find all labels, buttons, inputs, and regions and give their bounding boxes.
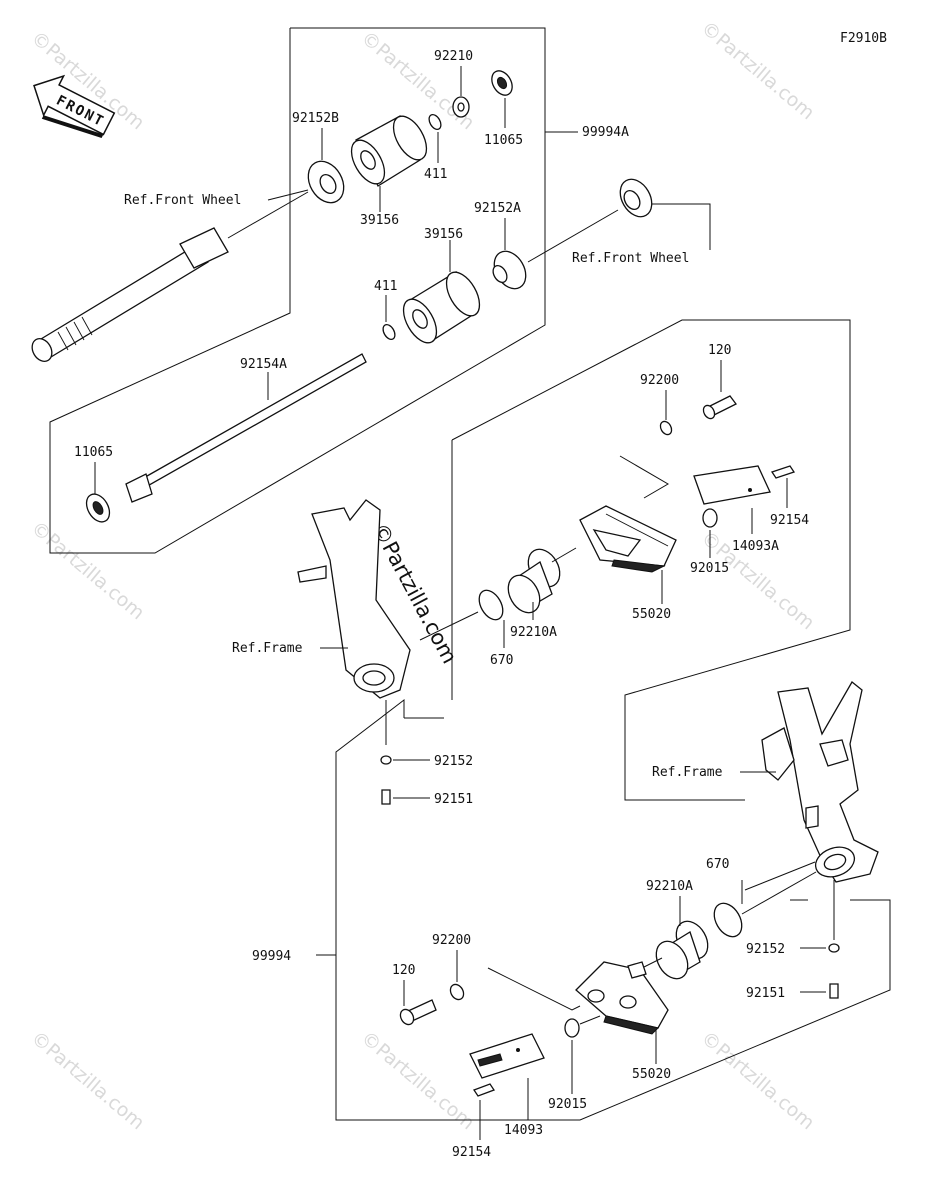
label-92210: 92210 <box>434 49 473 64</box>
label-92200-top: 92200 <box>640 373 679 388</box>
watermark-text: ©Partzilla.com <box>697 17 819 124</box>
o-ring-670-bot <box>713 902 743 938</box>
spacer-92015-top <box>702 508 718 528</box>
label-39156-top: 39156 <box>360 213 399 228</box>
spacer-92210a-top <box>507 548 561 614</box>
kit-outline-top <box>49 27 546 554</box>
label-92151-top: 92151 <box>434 792 473 807</box>
collar-92152a <box>492 250 527 290</box>
label-670-bot: 670 <box>706 857 729 872</box>
frame-right <box>761 681 879 883</box>
label-92152a: 92152A <box>474 201 521 216</box>
washer-92152-bot <box>828 943 840 953</box>
label-92154a: 92154A <box>240 357 287 372</box>
washer-92200-top <box>659 420 673 436</box>
ref-frame-2: Ref.Frame <box>652 765 723 780</box>
label-120-bot: 120 <box>392 963 415 978</box>
spacer-92210a-bot <box>655 920 709 980</box>
bolt-120-bot <box>399 999 437 1026</box>
slider-block-55020-top <box>579 505 677 573</box>
label-92015-top: 92015 <box>690 561 729 576</box>
watermark-text: ©Partzilla.com <box>27 1027 149 1134</box>
label-39156-mid: 39156 <box>424 227 463 242</box>
label-411-mid: 411 <box>374 279 397 294</box>
label-411-top: 411 <box>424 167 447 182</box>
label-55020-bot: 55020 <box>632 1067 671 1082</box>
figure-code: F2910B <box>840 31 887 46</box>
label-92152-top: 92152 <box>434 754 473 769</box>
label-99994: 99994 <box>252 949 291 964</box>
clip-11065-top <box>491 70 513 96</box>
watermark-text: ©Partzilla.com <box>357 1027 479 1134</box>
label-120-top: 120 <box>708 343 731 358</box>
screw-92154-bot <box>473 1083 495 1097</box>
washer-92152-top <box>380 755 392 765</box>
part-labels: Ref.Front Wheel Ref.Front Wheel Ref.Fram… <box>74 49 809 1160</box>
label-11065-top: 11065 <box>484 133 523 148</box>
watermark-text: ©Partzilla.com <box>27 517 149 624</box>
ref-front-wheel-2: Ref.Front Wheel <box>572 251 689 266</box>
bolt-92151-top <box>381 789 391 805</box>
label-92152b: 92152B <box>292 111 339 126</box>
label-92210a-top: 92210A <box>510 625 557 640</box>
bolt-120-top <box>702 395 737 420</box>
front-axle <box>31 227 229 362</box>
label-92152-bot: 92152 <box>746 942 785 957</box>
washer-92200-bot <box>449 983 465 1001</box>
label-92154-bot: 92154 <box>452 1145 491 1160</box>
slider-39156-mid <box>402 271 481 344</box>
label-11065-left: 11065 <box>74 445 113 460</box>
kit-outline-mid <box>451 319 851 801</box>
label-99994a: 99994A <box>582 125 629 140</box>
nut-92210 <box>452 96 470 118</box>
slider-block-55020-bot <box>575 961 669 1035</box>
screw-92154-top <box>770 465 796 479</box>
o-ring-670-top <box>478 589 504 621</box>
label-14093: 14093 <box>504 1123 543 1138</box>
frame-left <box>297 499 411 699</box>
washer-411-mid <box>382 323 396 341</box>
label-92154-top: 92154 <box>770 513 809 528</box>
spacer-92015-bot <box>564 1018 580 1038</box>
bolt-92154a <box>125 353 367 503</box>
label-92210a-bot: 92210A <box>646 879 693 894</box>
kit-outline-bot <box>335 698 891 1121</box>
label-670-top: 670 <box>490 653 513 668</box>
label-55020-top: 55020 <box>632 607 671 622</box>
watermark-text: ©Partzilla.com <box>697 1027 819 1134</box>
ref-front-wheel-1: Ref.Front Wheel <box>124 193 241 208</box>
label-92015-bot: 92015 <box>548 1097 587 1112</box>
bearing-ref-front-wheel <box>619 178 653 218</box>
label-92151-bot: 92151 <box>746 986 785 1001</box>
bolt-92151-bot <box>829 983 839 999</box>
washer-411-top <box>428 113 442 131</box>
collar-92152b <box>307 160 345 204</box>
bracket-14093 <box>469 1033 545 1079</box>
label-14093a: 14093A <box>732 539 779 554</box>
clip-11065-left <box>85 493 111 523</box>
slider-39156-top <box>350 115 428 187</box>
watermark-text: ©Partzilla.com <box>357 27 479 134</box>
bracket-14093a <box>693 465 771 505</box>
label-92200-bot: 92200 <box>432 933 471 948</box>
ref-frame-1: Ref.Frame <box>232 641 303 656</box>
